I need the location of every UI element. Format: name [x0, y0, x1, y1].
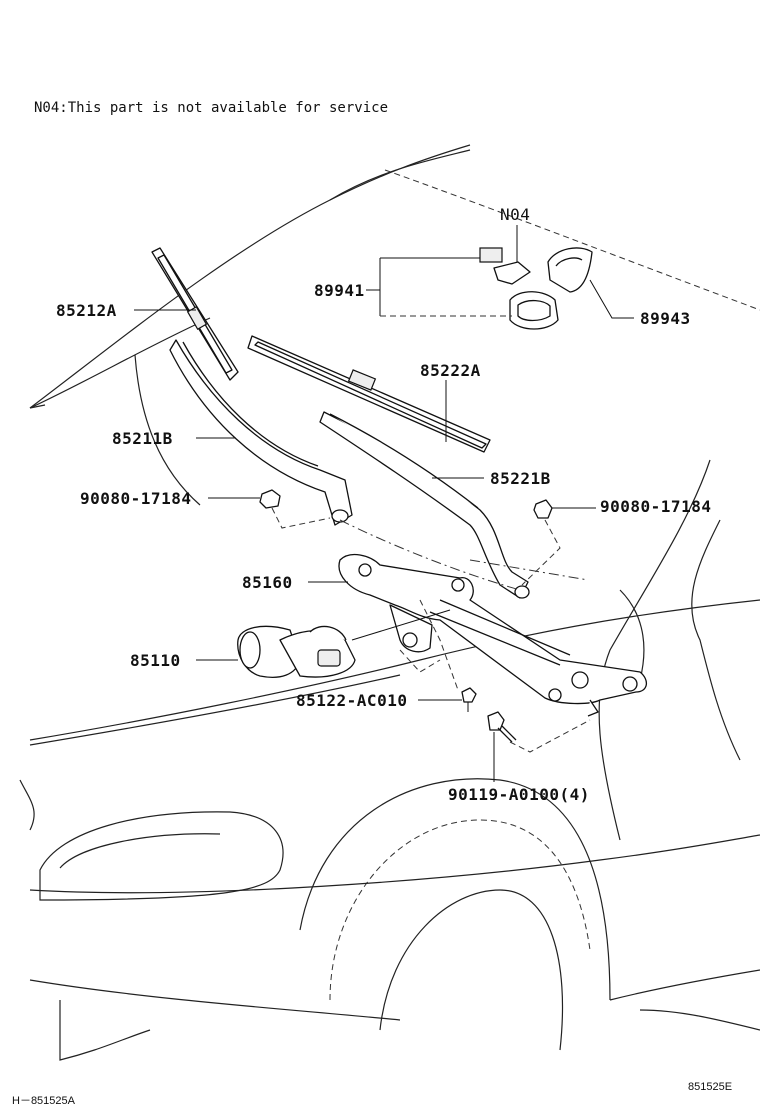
label-89943: 89943	[640, 309, 691, 328]
car-body-outline	[19, 144, 760, 1061]
wiper-arm-left-85211b: 85211B	[112, 339, 353, 526]
label-sticker	[479, 247, 503, 263]
label-90080-right: 90080-17184	[600, 497, 711, 516]
label-85122: 85122-AC010	[296, 691, 407, 710]
label-85221b: 85221B	[490, 469, 551, 488]
washer-nozzle-group: N04 89941 89943	[314, 205, 691, 330]
label-90080-left: 90080-17184	[80, 489, 191, 508]
label-89941: 89941	[314, 281, 365, 300]
nut-right-90080: 90080-17184	[521, 497, 711, 586]
label-85110: 85110	[130, 651, 181, 670]
wiper-motor-85110: 85110	[130, 609, 451, 678]
label-85212a: 85212A	[56, 301, 117, 320]
bolt-90119: 90119-A0100(4)	[448, 711, 591, 804]
label-n04: N04	[500, 205, 530, 224]
service-note: N04:This part is not available for servi…	[34, 100, 388, 116]
wiper-link-85160: 85160	[242, 553, 647, 717]
label-85222a: 85222A	[420, 361, 481, 380]
label-85160: 85160	[242, 573, 293, 592]
label-85211b: 85211B	[112, 429, 173, 448]
nut-left-90080: 90080-17184	[80, 489, 331, 529]
bolt-85122: 85122-AC010	[296, 687, 477, 712]
wiper-arm-right-85221b: 85221B	[319, 411, 551, 599]
label-90119: 90119-A0100(4)	[448, 785, 590, 804]
nozzle-cap-89943	[547, 247, 593, 293]
footer-code-right: 851525E	[688, 1081, 732, 1093]
wiper-blade-right-85222a: 85222A	[247, 335, 491, 453]
wiper-blade-left-85212a: 85212A	[56, 247, 239, 381]
nozzle-clip	[493, 261, 531, 285]
footer-code-left: H－851525A	[12, 1095, 76, 1107]
